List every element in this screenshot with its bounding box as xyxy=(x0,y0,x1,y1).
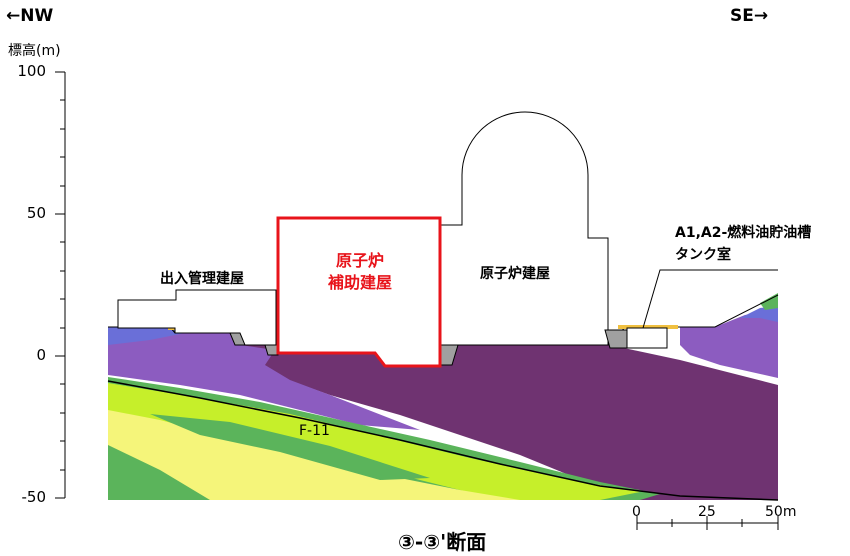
purple-rock-left xyxy=(108,327,420,430)
green-lens xyxy=(150,414,430,480)
scale-25: 25 xyxy=(698,504,716,520)
reactor-auxiliary-building xyxy=(276,216,442,368)
scale-bar xyxy=(636,516,779,530)
elevation-axis xyxy=(55,71,66,499)
yellow-fill-strip-right xyxy=(618,325,678,329)
fault-line-f11 xyxy=(107,380,779,501)
reactor-building xyxy=(439,111,609,346)
section-title: ③-③'断面 xyxy=(398,530,487,554)
entrance-building-label: 出入管理建屋 xyxy=(160,271,244,287)
tank-room xyxy=(626,327,668,349)
direction-se: SE→ xyxy=(730,6,769,26)
lime-band xyxy=(108,383,640,500)
foundation-aux xyxy=(264,344,279,356)
geology-layers xyxy=(107,293,779,501)
axis-label: 標高(m) xyxy=(8,43,61,59)
dark-purple-rock xyxy=(228,345,778,500)
foundation-left xyxy=(229,332,246,346)
green-wedge-lower xyxy=(108,445,210,500)
direction-nw: ←NW xyxy=(6,6,54,26)
tank-label-line1: A1,A2-燃料油貯油槽 xyxy=(675,225,812,241)
green-rock-right xyxy=(760,293,778,310)
tick-minus-50: -50 xyxy=(21,488,47,506)
foundation-right xyxy=(604,329,628,349)
blue-rock-left xyxy=(108,327,185,345)
yellow-rock xyxy=(108,410,520,500)
tick-0: 0 xyxy=(36,346,46,364)
tick-100: 100 xyxy=(17,62,46,80)
tank-label-line2: タンク室 xyxy=(675,247,731,263)
tank-leader-line xyxy=(642,269,778,329)
scale-0: 0 xyxy=(632,504,641,520)
blue-rock-right xyxy=(740,306,778,322)
scale-50m: 50m xyxy=(765,504,797,520)
reactor-building-label: 原子炉建屋 xyxy=(480,266,550,282)
buildings xyxy=(117,111,668,366)
aux-label-line1: 原子炉 xyxy=(335,251,384,270)
tick-50: 50 xyxy=(26,204,46,222)
aux-label-line2: 補助建屋 xyxy=(327,273,392,292)
fault-label: F-11 xyxy=(299,423,330,439)
